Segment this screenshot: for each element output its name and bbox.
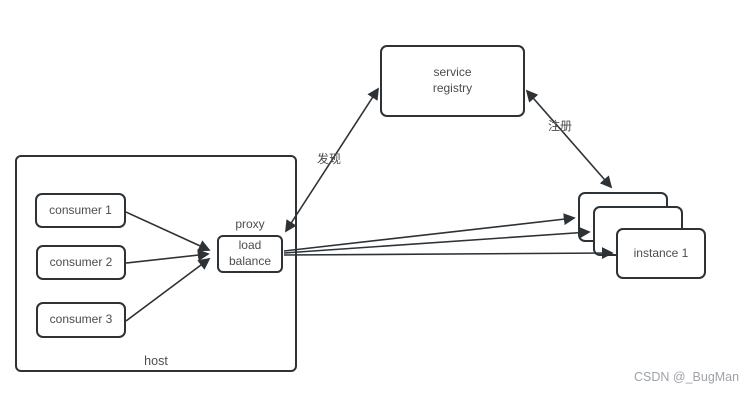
consumer-1-label: consumer 1 bbox=[49, 202, 112, 217]
consumer-3-node: consumer 3 bbox=[36, 302, 126, 338]
consumer-3-label: consumer 3 bbox=[49, 312, 113, 327]
instance-1-label: instance 1 bbox=[633, 245, 689, 260]
consumer-1-node: consumer 1 bbox=[35, 193, 126, 228]
edge-loadbalance-to-instance-middle bbox=[283, 226, 591, 254]
edge-loadbalance-to-instance-front bbox=[283, 247, 614, 260]
service-registry-node: service registry bbox=[380, 45, 525, 117]
edge-register-registry-instances bbox=[525, 89, 613, 189]
edge-loadbalance-to-instance-back bbox=[283, 213, 576, 252]
instance-1-node: instance 1 bbox=[616, 228, 706, 279]
service-registry-label: service registry bbox=[432, 65, 473, 95]
load-balance-node: load balance bbox=[217, 235, 283, 273]
load-balance-label: load balance bbox=[228, 238, 272, 268]
consumer-2-node: consumer 2 bbox=[36, 245, 126, 280]
host-label: host bbox=[144, 353, 168, 368]
register-edge-label: 注册 bbox=[548, 119, 573, 133]
proxy-caption: proxy bbox=[235, 217, 265, 231]
discover-edge-label: 发现 bbox=[317, 152, 342, 166]
watermark-text: CSDN @_BugMan bbox=[634, 370, 740, 384]
consumer-2-label: consumer 2 bbox=[49, 254, 113, 269]
